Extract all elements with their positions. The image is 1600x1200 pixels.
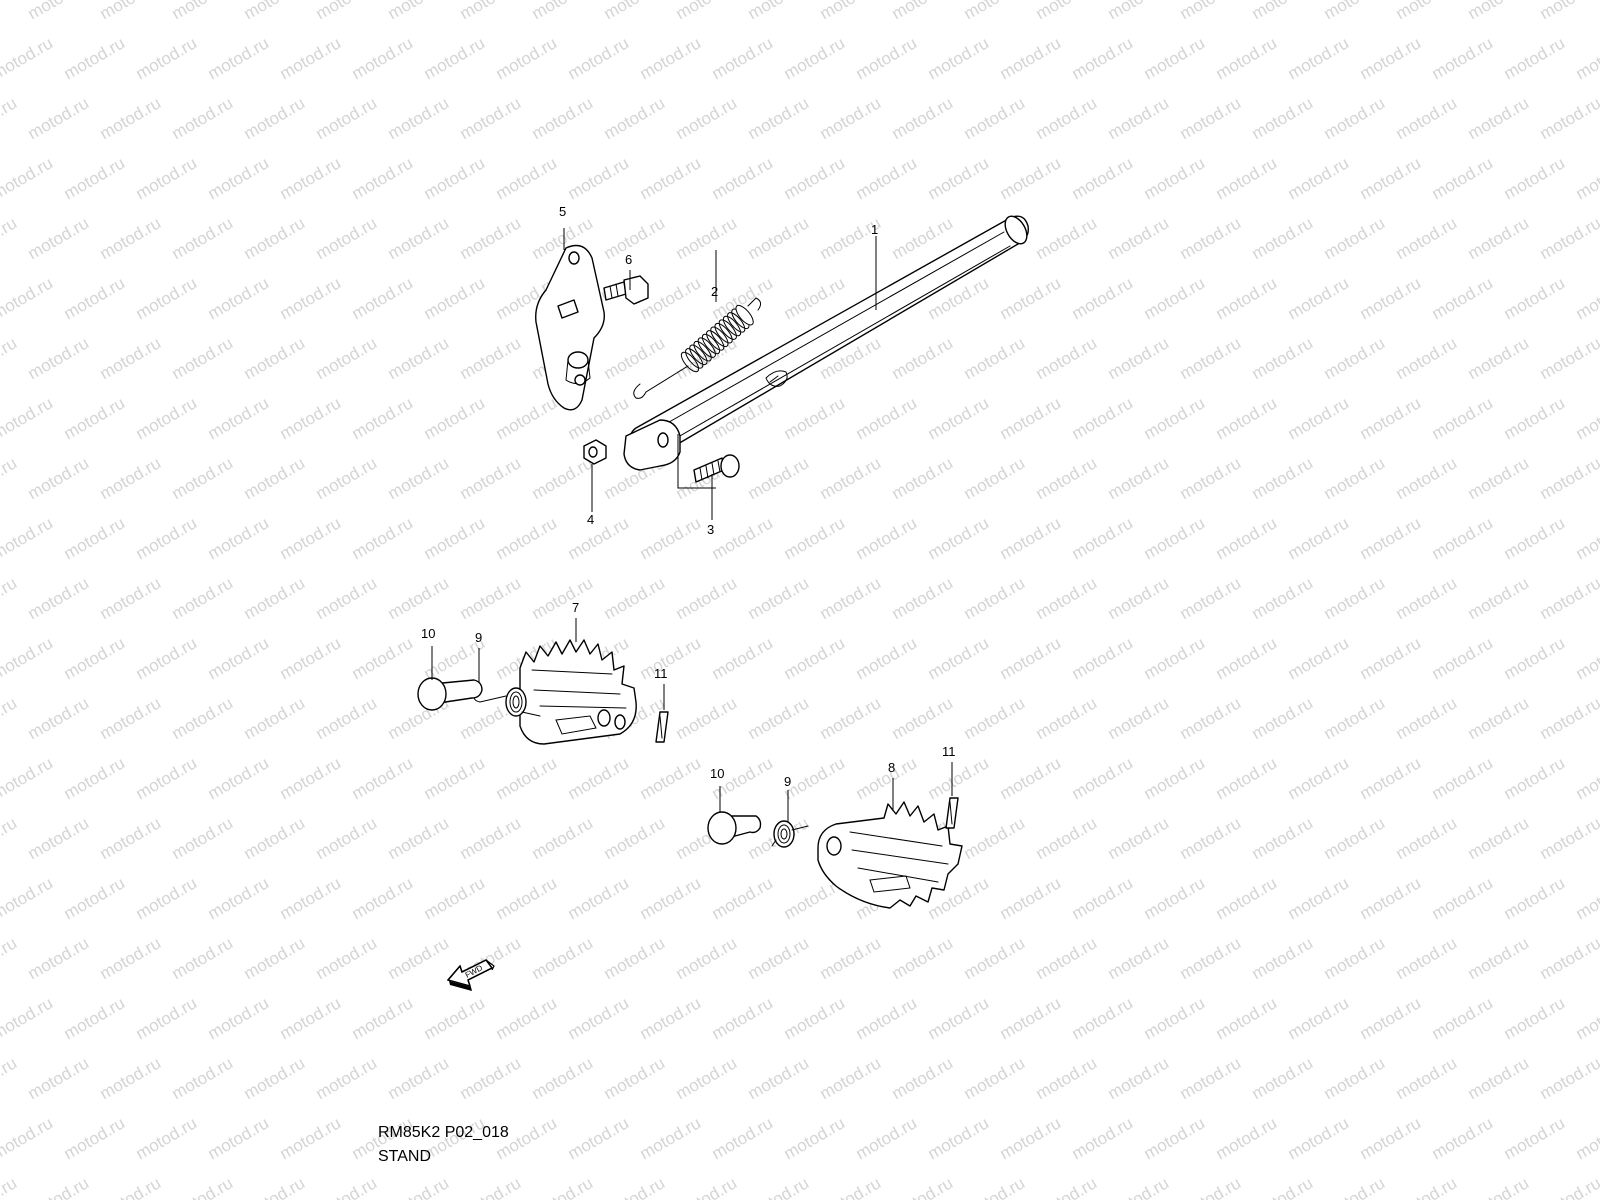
stand-pivot-bolt (693, 454, 740, 483)
callout-11-right: 11 (942, 744, 956, 759)
callout-10-right: 10 (710, 766, 724, 781)
callout-9-right: 9 (784, 774, 791, 789)
right-footrest-pin (707, 811, 762, 845)
spring-coil (727, 312, 746, 333)
spring-coil (693, 340, 712, 362)
diagram-code: RM85K2 P02_018 (378, 1124, 509, 1141)
callout-10-left: 10 (421, 626, 435, 641)
spring-coil (689, 344, 708, 366)
right-footrest-spring (771, 820, 809, 848)
spring-coil (706, 330, 725, 351)
diagram-title: STAND (378, 1148, 432, 1165)
callout-4: 4 (587, 512, 594, 527)
spring-coil (718, 319, 737, 340)
right-footrest (817, 801, 963, 909)
spring-coil (697, 337, 716, 358)
spring-coil (722, 315, 742, 337)
spring-coil (680, 351, 700, 373)
left-cotter-pin (655, 711, 669, 743)
spring-coil (701, 333, 721, 355)
callout-11-left: 11 (654, 666, 668, 681)
leader-lines (431, 228, 953, 822)
left-footrest (519, 639, 637, 745)
spring-coil (710, 326, 729, 348)
bracket-bolt (603, 275, 649, 305)
callout-8: 8 (888, 760, 895, 775)
callout-3: 3 (707, 522, 714, 537)
side-stand-bar (623, 215, 1029, 471)
stand-nut (583, 439, 607, 465)
callout-labels: 1 2 3 4 5 6 7 8 9 9 10 10 11 11 (421, 204, 956, 789)
left-footrest-pin (417, 677, 483, 711)
right-cotter-pin (945, 797, 959, 829)
stand-bracket (535, 244, 605, 411)
callout-9-left: 9 (475, 630, 482, 645)
callout-6: 6 (625, 252, 632, 267)
spring-coil (735, 304, 754, 326)
callout-7: 7 (572, 600, 579, 615)
spring-coil (714, 322, 733, 344)
callout-1: 1 (871, 222, 878, 237)
callout-2: 2 (711, 284, 718, 299)
callout-5: 5 (559, 204, 566, 219)
fwd-arrow-icon: FWD (446, 959, 495, 991)
spring-coil (685, 348, 704, 369)
stand-spring (633, 297, 762, 399)
